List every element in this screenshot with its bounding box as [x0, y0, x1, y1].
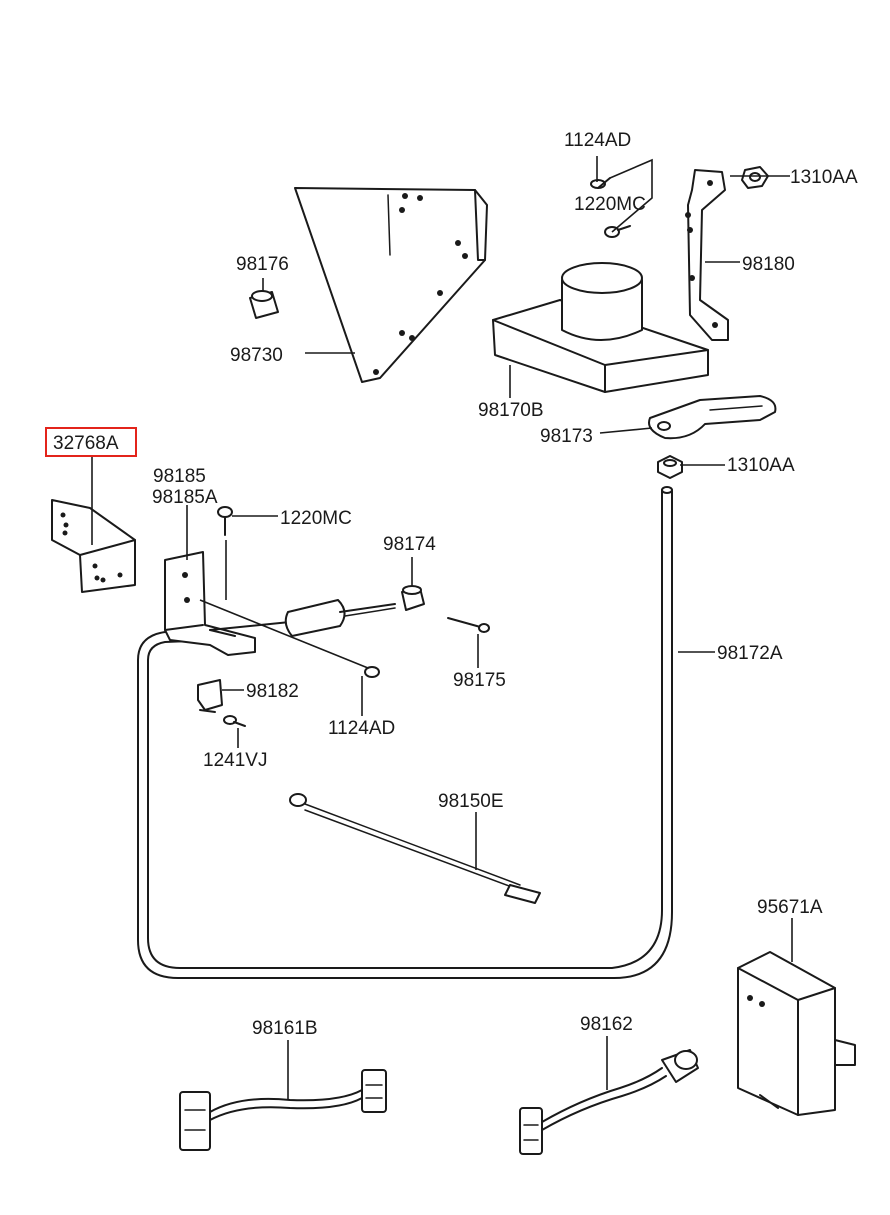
label-1124AD-mid[interactable]: 1124AD: [328, 718, 395, 739]
label-98162[interactable]: 98162: [580, 1014, 633, 1035]
label-98173[interactable]: 98173: [540, 426, 593, 447]
label-1310AA-top[interactable]: 1310AA: [790, 167, 858, 188]
label-1220MC-mid[interactable]: 1220MC: [280, 508, 352, 529]
part-98182-clip: [197, 679, 223, 713]
part-1310AA-nut-top: [741, 166, 769, 189]
part-labels: 1124AD 1310AA 1220MC 98180 98176 98730 9…: [45, 130, 858, 1039]
label-98185A[interactable]: 98185A: [152, 487, 218, 508]
label-1310AA-mid[interactable]: 1310AA: [727, 455, 795, 476]
part-98174-grommet: [401, 585, 425, 611]
label-98175[interactable]: 98175: [453, 670, 506, 691]
part-98161B-harness: [179, 1069, 387, 1151]
highlight-box-32768A: [45, 427, 137, 457]
label-32768A[interactable]: 32768A: [53, 433, 119, 454]
label-98180[interactable]: 98180: [742, 254, 795, 275]
label-98176[interactable]: 98176: [236, 254, 289, 275]
part-98150E-wire: [289, 793, 541, 904]
label-98182[interactable]: 98182: [246, 681, 299, 702]
label-95671A[interactable]: 95671A: [757, 897, 823, 918]
part-95671A-module: [737, 951, 856, 1116]
label-98150E[interactable]: 98150E: [438, 791, 504, 812]
part-98170B-motor: [492, 262, 709, 393]
part-1220MC-bolt-mid: [217, 506, 233, 536]
part-98172A-rod: [137, 486, 673, 979]
part-98730-plate: [294, 187, 488, 383]
part-98180-bracket: [685, 169, 729, 341]
part-1241VJ-screw: [223, 715, 246, 727]
label-98172A[interactable]: 98172A: [717, 643, 783, 664]
label-98170B[interactable]: 98170B: [478, 400, 544, 421]
label-98161B[interactable]: 98161B: [252, 1018, 318, 1039]
part-98175-pin: [447, 617, 490, 633]
part-98176-grommet: [249, 290, 279, 319]
label-98174[interactable]: 98174: [383, 534, 436, 555]
part-1124AD-bolt-top: [590, 177, 611, 189]
label-1220MC-top[interactable]: 1220MC: [574, 194, 646, 215]
leader-lines: [91, 156, 793, 1100]
label-98730[interactable]: 98730: [230, 345, 283, 366]
label-1124AD-top[interactable]: 1124AD: [564, 130, 631, 151]
part-1124AD-bolt-mid: [364, 666, 380, 678]
label-98185[interactable]: 98185: [153, 466, 206, 487]
label-1241VJ[interactable]: 1241VJ: [203, 750, 267, 771]
part-32768A-bracket: [51, 499, 136, 593]
part-98185-bracket: [164, 551, 256, 656]
part-1310AA-nut-mid: [657, 455, 683, 479]
part-98173-lever: [648, 395, 777, 440]
part-98162-harness: [519, 1049, 699, 1155]
part-rod-assembly: [209, 599, 396, 637]
